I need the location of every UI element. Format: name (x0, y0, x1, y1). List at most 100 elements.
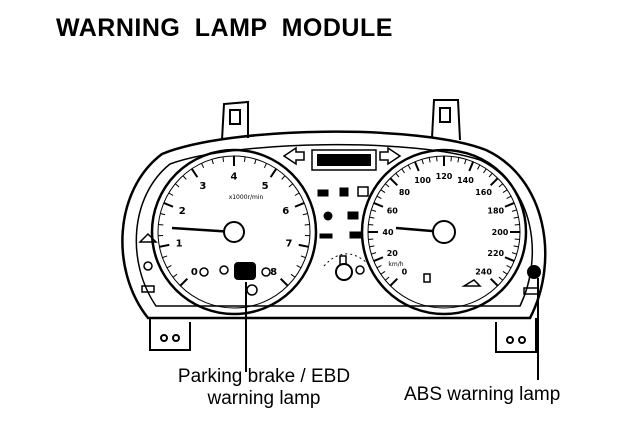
tick-label: 20 (387, 249, 399, 258)
cruise-icon (219, 265, 229, 275)
tick-label: 220 (487, 249, 504, 258)
engine-check-icon (143, 261, 153, 271)
major-tick (190, 168, 199, 178)
parking-brake-callout-line2: warning lamp (207, 388, 321, 409)
minor-tick (407, 164, 411, 170)
minor-tick (483, 168, 487, 174)
minor-tick (294, 192, 300, 196)
parking-brake-callout-line1: Parking brake / EBD (177, 366, 351, 387)
top-left-bracket (221, 100, 249, 141)
tachometer-bottom-lamps (199, 262, 271, 296)
minor-tick (380, 189, 386, 193)
bottom-left-bracket (149, 318, 191, 351)
abs-warning-lamp-icon (527, 265, 541, 279)
minor-tick (498, 276, 504, 281)
parking-brake-ebd-warning-lamp-icon (234, 262, 256, 280)
oil-pressure-icon (349, 231, 363, 239)
minor-tick (162, 255, 168, 259)
minor-tick (160, 213, 166, 216)
speedometer-hub (432, 220, 456, 244)
tick-label: 4 (231, 172, 238, 183)
minor-tick (376, 195, 382, 199)
minor-tick (488, 172, 493, 178)
speedometer-ticks (368, 156, 520, 287)
minor-tick (457, 157, 460, 163)
gear-shift-icon (246, 284, 258, 296)
minor-tick (296, 265, 302, 269)
coolant-temp-icon (355, 265, 365, 275)
major-tick (163, 201, 174, 208)
tick-label: 8 (270, 267, 277, 278)
top-right-bracket (431, 99, 461, 141)
left-side-lamps (138, 232, 158, 293)
minor-tick (369, 245, 375, 248)
center-warning-lamps (317, 186, 369, 275)
parking-brake-callout: Parking brake / EBD warning lamp (150, 366, 378, 410)
minor-tick (376, 265, 382, 269)
major-tick (294, 201, 305, 208)
odometer-display-segments (317, 154, 371, 166)
minor-tick (168, 192, 174, 196)
abs-callout: ABS warning lamp (404, 384, 561, 405)
minor-tick (166, 265, 172, 269)
tick-label: 1 (176, 238, 183, 249)
tick-label: 140 (457, 176, 474, 185)
major-tick (373, 201, 384, 208)
minor-tick (506, 265, 512, 269)
major-tick (389, 177, 399, 187)
minor-tick (174, 183, 180, 188)
minor-tick (211, 159, 214, 165)
tick-label: 5 (262, 181, 269, 192)
airbag-warning-icon (339, 187, 349, 197)
major-tick (504, 256, 515, 263)
seatbelt-warning-icon (317, 189, 329, 197)
minor-tick (243, 156, 246, 162)
minor-tick (384, 276, 390, 281)
tachometer-unit-label: x1000r/min (229, 194, 264, 201)
minor-tick (288, 183, 294, 188)
odometer-display (311, 149, 377, 171)
minor-tick (395, 172, 400, 178)
minor-tick (254, 159, 257, 165)
tick-label: 0 (402, 267, 408, 276)
door-open-icon (357, 186, 369, 197)
minor-tick (371, 252, 377, 255)
minor-tick (222, 156, 225, 162)
fuel-gauge-hub (335, 263, 353, 281)
tick-label: 6 (282, 206, 289, 217)
minor-tick (281, 175, 286, 180)
major-tick (298, 243, 309, 248)
minor-tick (172, 273, 178, 278)
minor-tick (401, 168, 405, 174)
minor-tick (421, 159, 424, 165)
tick-label: 200 (492, 228, 509, 237)
major-tick (279, 277, 289, 287)
esp-icon (261, 267, 271, 277)
tachometer-ticks (158, 156, 310, 287)
diagram-title: WARNING LAMP MODULE (56, 14, 393, 42)
major-tick (373, 256, 384, 263)
tick-label: 3 (199, 181, 206, 192)
minor-tick (302, 213, 308, 216)
tick-label: 160 (475, 188, 492, 197)
tick-label: 40 (382, 228, 394, 237)
major-tick (413, 161, 420, 172)
tick-label: 0 (191, 267, 198, 278)
tick-label: 120 (436, 172, 453, 181)
minor-tick (502, 189, 508, 193)
minor-tick (290, 273, 296, 278)
major-tick (489, 277, 499, 287)
fog-lamp-icon (323, 211, 333, 221)
cluster-housing-outer (121, 130, 547, 320)
minor-tick (506, 195, 512, 199)
major-tick (269, 168, 278, 178)
turn-signal-left-icon (282, 146, 305, 166)
brake-pad-icon (319, 233, 333, 239)
bottom-right-bracket (495, 318, 537, 353)
tick-label: 80 (399, 188, 411, 197)
